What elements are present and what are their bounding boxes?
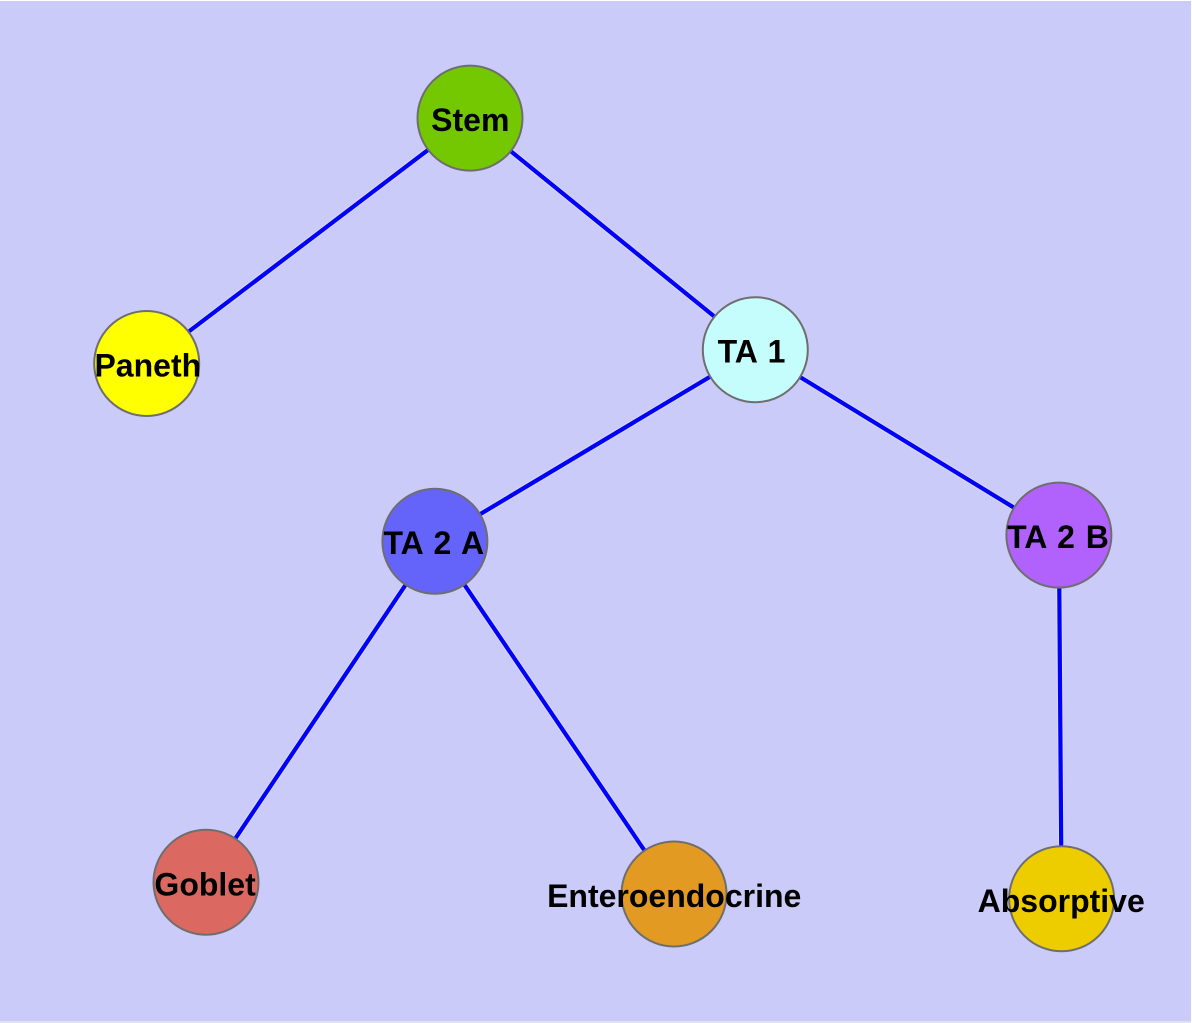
svg-text:Goblet: Goblet: [154, 866, 256, 902]
svg-text:Stem: Stem: [431, 102, 509, 138]
svg-text:TA 2 B: TA 2 B: [1007, 519, 1109, 555]
svg-text:Enteroendocrine: Enteroendocrine: [547, 878, 801, 914]
svg-text:TA 2 A: TA 2 A: [384, 525, 485, 561]
svg-text:TA 1: TA 1: [718, 334, 786, 370]
svg-text:Paneth: Paneth: [94, 348, 201, 384]
svg-text:Absorptive: Absorptive: [978, 883, 1145, 919]
